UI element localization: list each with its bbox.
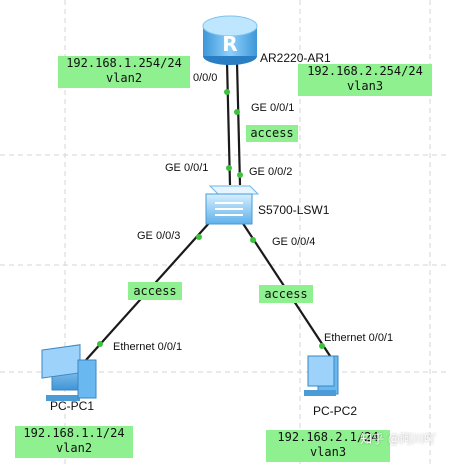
watermark: 知乎 @阿川吖 [360,432,436,446]
vlan2-gateway-ip: 192.168.1.254/24 [66,56,182,70]
pc1-ip: 192.168.1.1/24 [23,426,125,440]
pc1-vlan: vlan2 [55,441,93,455]
port-dot [234,109,240,115]
router-port-ge001: GE 0/0/1 [251,102,295,114]
pc2-name: PC-PC2 [313,404,358,418]
pc2-ip: 192.168.2.1/24 [277,430,379,444]
vlan3-gateway-vlan: vlan3 [346,79,384,93]
port-dot [226,165,232,171]
pc2-port: Ethernet 0/0/1 [324,332,394,344]
router-device[interactable]: R [202,15,258,65]
pc2-vlan: vlan3 [309,445,347,459]
switch-port-ge003: GE 0/0/3 [137,230,181,242]
port-dot [224,89,230,95]
switch-port-ge004: GE 0/0/4 [272,236,316,248]
link-router-switch-1[interactable] [225,61,232,186]
vlan2-gateway-box: 192.168.1.254/24 vlan2 [58,56,190,88]
switch-arrows-icon [215,202,243,216]
link-router-switch-2[interactable] [235,61,242,186]
pc2-device[interactable] [304,355,339,396]
switch-port-ge001: GE 0/0/1 [165,162,209,174]
switch-device[interactable] [205,185,260,225]
port-dot [237,172,243,178]
port-dot [319,343,325,349]
switch-port-ge002: GE 0/0/2 [249,166,293,178]
access-pc1-label: access [133,284,177,298]
port-dot [250,237,256,243]
router-icon: R [222,32,237,56]
router-name: AR2220-AR1 [260,51,331,65]
vlan2-gateway-vlan: vlan2 [105,71,143,85]
access-pc2-box: access [259,285,313,303]
switch-name: S5700-LSW1 [258,203,330,217]
pc1-port: Ethernet 0/0/1 [113,341,183,353]
port-indicators [97,89,325,349]
pc1-name: PC-PC1 [50,399,95,413]
vlan3-gateway-box: 192.168.2.254/24 vlan3 [298,64,432,96]
pc1-ip-box: 192.168.1.1/24 vlan2 [15,426,133,458]
access-pc2-label: access [264,287,308,301]
access-uplink-label: access [250,126,294,140]
access-pc1-box: access [128,282,182,300]
vlan3-gateway-ip: 192.168.2.254/24 [307,64,423,78]
pc2-ip-box: 192.168.2.1/24 vlan3 [266,430,390,462]
port-dot [196,234,202,240]
access-uplink-box: access [246,125,298,142]
port-dot [97,341,103,347]
pc1-device[interactable] [41,344,97,401]
